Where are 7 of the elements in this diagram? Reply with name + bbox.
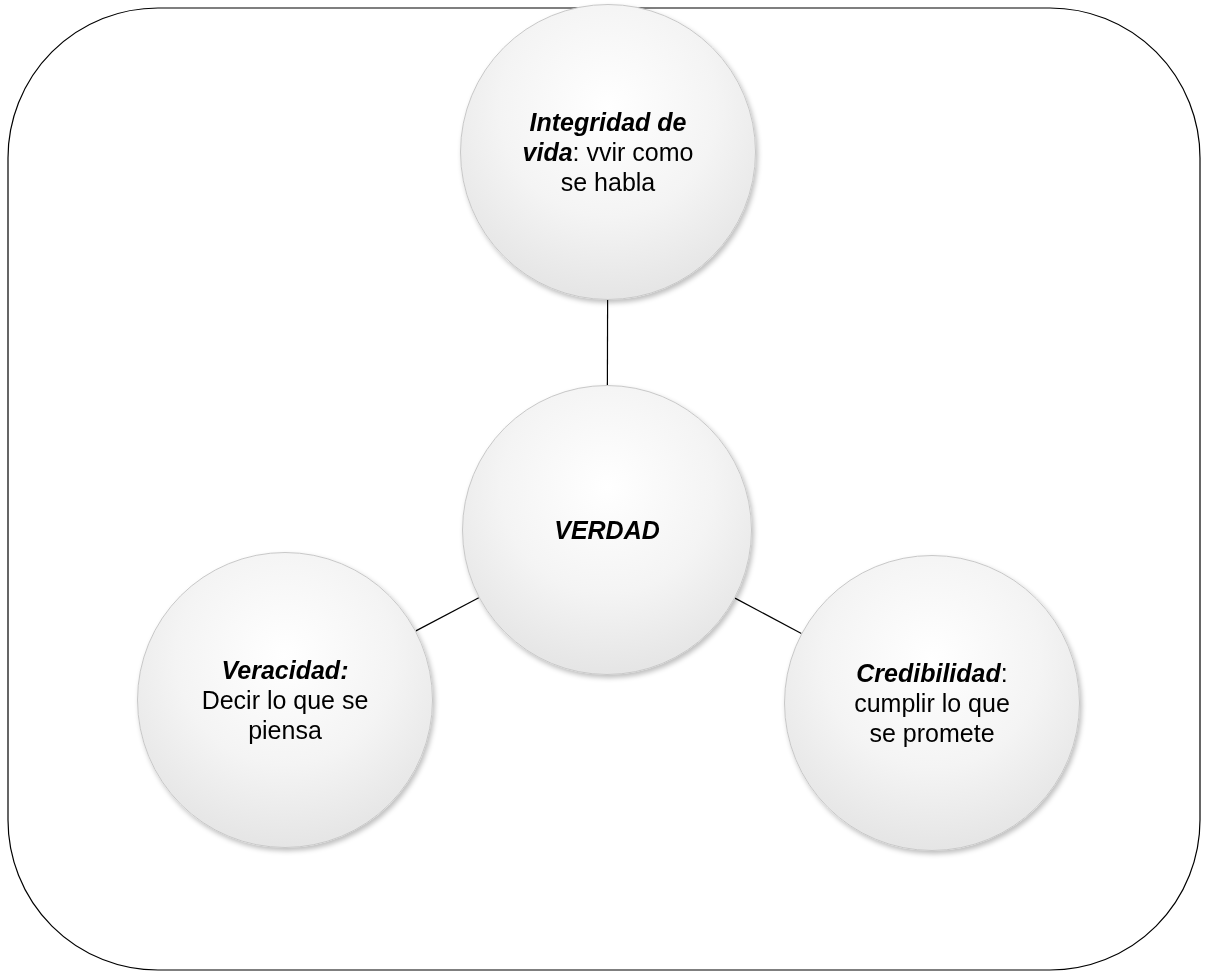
- connector-line: [415, 597, 480, 632]
- connector-line: [606, 299, 609, 386]
- node-text: Credibilidad: cumplir lo que se promete: [853, 658, 1011, 748]
- node-text: Integridad de vida: vvir como se habla: [521, 107, 695, 197]
- node-text: VERDAD: [553, 515, 661, 545]
- node-text: Veracidad: Decir lo que se piensa: [200, 655, 370, 745]
- connector-line: [734, 597, 802, 635]
